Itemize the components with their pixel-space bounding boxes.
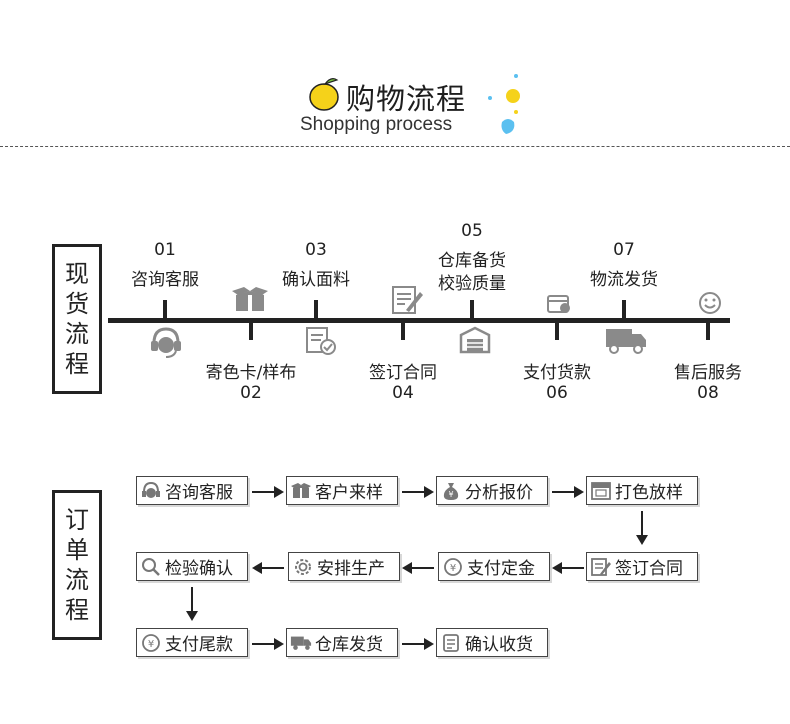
order-step-final-payment: ¥ 支付尾款 [136,628,248,657]
order-flow-label: 订单流程 [52,490,102,640]
search-icon [140,557,162,577]
stock-flow-label: 现货流程 [52,244,102,394]
page-subtitle: Shopping process [300,114,453,135]
decorative-dots-icon [488,74,520,134]
step-label: 寄色卡/样布 [205,363,297,383]
truck-icon [290,633,312,653]
order-step-label: 分析报价 [465,483,533,503]
headset-icon [140,481,162,501]
svg-text:¥: ¥ [448,490,453,499]
arrow-right [402,486,434,498]
checklist-icon [440,633,462,653]
order-step-receipt: 确认收货 [436,628,548,657]
smile-icon [699,292,721,314]
step-number: 08 [697,383,719,403]
timeline-tick [555,320,559,340]
step-label: 支付货款 [523,363,591,383]
order-step-label: 支付定金 [467,559,535,579]
contract-icon [590,557,612,577]
timeline-tick [249,320,253,340]
step-label: 咨询客服 [131,270,199,290]
header-divider [0,146,790,147]
order-step-label: 签订合同 [615,559,683,579]
arrow-right [252,486,284,498]
order-step-label: 检验确认 [165,559,233,579]
checklist-icon [306,327,336,355]
order-step-deposit: ¥ 支付定金 [438,552,550,581]
arrow-left [402,562,434,574]
step-number: 04 [392,383,414,403]
yen-icon: ¥ [140,633,162,653]
order-step-label: 客户来样 [315,483,383,503]
money-bag-icon: ¥ [440,481,462,501]
step-number: 01 [154,240,176,260]
order-step-quote: ¥ 分析报价 [436,476,548,505]
arrow-down [186,587,198,621]
step-number: 05 [461,221,483,241]
order-step-shipping: 仓库发货 [286,628,398,657]
order-step-label: 确认收货 [465,635,533,655]
payment-icon [547,295,570,313]
arrow-right [552,486,584,498]
truck-icon [606,329,646,354]
swatch-icon [590,481,612,501]
step-number: 02 [240,383,262,403]
step-label: 签订合同 [369,363,437,383]
timeline-line [108,318,730,323]
headset-icon [151,327,181,358]
timeline-tick [163,300,167,320]
timeline-tick [470,300,474,320]
timeline-tick [706,320,710,340]
order-step-consult: 咨询客服 [136,476,248,505]
order-step-label: 咨询客服 [165,483,233,503]
svg-text:¥: ¥ [450,563,456,574]
step-number: 06 [546,383,568,403]
order-step-contract: 签订合同 [586,552,698,581]
lemon-icon [309,78,339,111]
order-step-inspect: 检验确认 [136,552,248,581]
order-step-label: 打色放样 [615,483,683,503]
box-icon [290,481,312,501]
warehouse-icon [459,326,491,354]
order-step-label: 仓库发货 [315,635,383,655]
arrow-left [252,562,284,574]
arrow-down [636,511,648,545]
arrow-left [552,562,584,574]
gear-icon [292,557,314,577]
contract-icon [392,286,423,314]
arrow-right [402,638,434,650]
step-label: 校验质量 [438,274,506,294]
step-number: 03 [305,240,327,260]
timeline-tick [401,320,405,340]
order-step-sample: 客户来样 [286,476,398,505]
arrow-right [252,638,284,650]
timeline-tick [314,300,318,320]
step-number: 07 [613,240,635,260]
order-step-swatch: 打色放样 [586,476,698,505]
timeline-tick [622,300,626,320]
yen-icon: ¥ [442,557,464,577]
page-title: 购物流程 [346,82,467,116]
box-icon [232,287,268,311]
step-label: 确认面料 [282,270,350,290]
order-step-label: 安排生产 [317,559,385,579]
step-label: 物流发货 [590,270,658,290]
step-label: 售后服务 [674,363,742,383]
step-label: 仓库备货 [438,251,506,271]
order-step-label: 支付尾款 [165,635,233,655]
order-step-production: 安排生产 [288,552,400,581]
svg-text:¥: ¥ [148,639,154,650]
